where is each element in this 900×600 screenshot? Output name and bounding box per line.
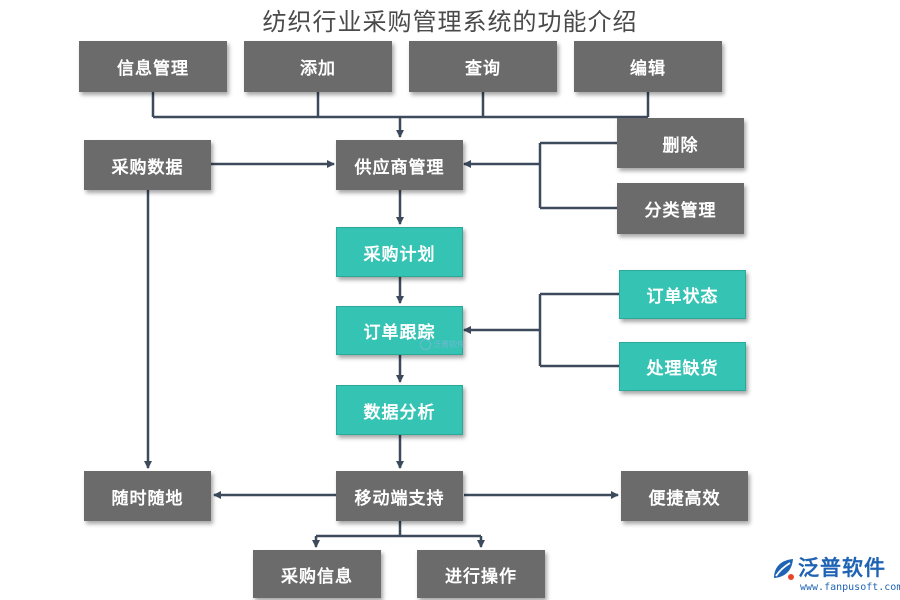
purchase-plan-box: 采购计划 — [336, 227, 463, 277]
delete-box: 删除 — [617, 118, 744, 168]
brand-logo: 泛普软件 www.fanpusoft.com — [770, 552, 900, 598]
supplier-management-box: 供应商管理 — [336, 140, 463, 190]
info-management-box: 信息管理 — [79, 41, 227, 92]
data-analysis-box: 数据分析 — [336, 385, 463, 435]
perform-operation-box: 进行操作 — [417, 550, 545, 598]
brand-name: 泛普软件 — [798, 556, 886, 580]
handle-shortage-box: 处理缺货 — [619, 342, 746, 391]
add-box: 添加 — [244, 41, 392, 92]
anytime-anywhere-box: 随时随地 — [84, 471, 211, 521]
order-tracking-box: 订单跟踪 — [336, 306, 463, 355]
edit-box: 编辑 — [574, 41, 722, 92]
watermark-icon — [420, 339, 431, 350]
query-box: 查询 — [409, 41, 557, 92]
mobile-support-box: 移动端支持 — [336, 471, 463, 521]
convenient-efficient-box: 便捷高效 — [621, 471, 748, 521]
order-status-box: 订单状态 — [619, 270, 746, 319]
category-management-box: 分类管理 — [617, 183, 744, 234]
watermark: 泛普软件 — [420, 339, 465, 350]
diagram-title: 纺织行业采购管理系统的功能介绍 — [262, 8, 638, 36]
leaf-logo-icon — [774, 559, 794, 580]
purchase-info-box: 采购信息 — [253, 550, 381, 598]
purchase-data-box: 采购数据 — [84, 140, 211, 190]
watermark-text: 泛普软件 — [433, 340, 465, 349]
brand-url: www.fanpusoft.com — [800, 582, 900, 593]
